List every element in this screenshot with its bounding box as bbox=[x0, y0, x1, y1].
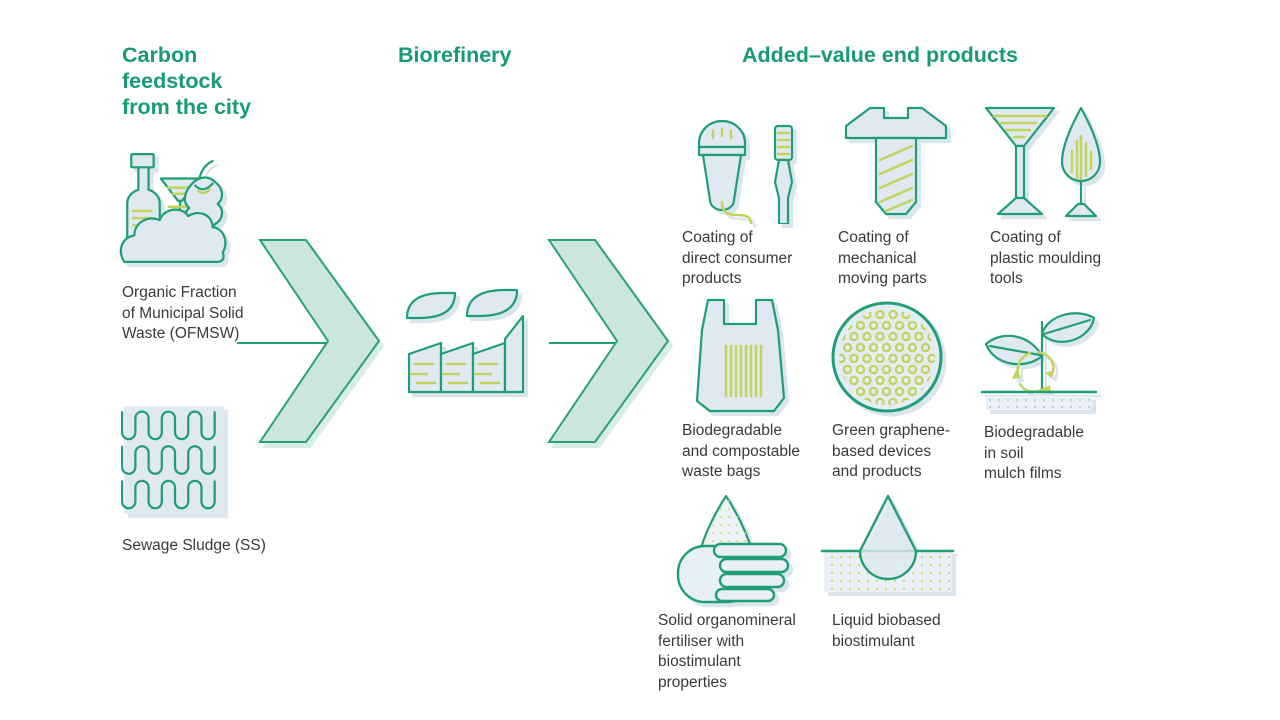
sewage-sludge-icon bbox=[114, 402, 234, 520]
feedstock-label-sewage-sludge: Sewage Sludge (SS) bbox=[122, 537, 266, 554]
product-label: Coating of plastic moulding tools bbox=[990, 229, 1102, 287]
header-biorefinery: Biorefinery bbox=[398, 43, 512, 67]
organic-waste-icon bbox=[114, 148, 238, 272]
product-label: Coating of direct consumer products bbox=[682, 229, 793, 287]
microphone-toothbrush-icon bbox=[675, 98, 810, 224]
product-label: Liquid biobased biostimulant bbox=[832, 612, 941, 650]
flow-line-2 bbox=[549, 342, 617, 344]
feedstock-label-ofmsw: Organic Fraction of Municipal Solid Wast… bbox=[122, 284, 244, 342]
chevron-arrow-icon bbox=[256, 238, 382, 444]
moulded-glasses-icon bbox=[978, 96, 1103, 221]
product-label: Biodegradable and compostable waste bags bbox=[682, 422, 801, 480]
product-label: Green graphene- based devices and produc… bbox=[832, 422, 951, 480]
product-label: Biodegradable in soil mulch films bbox=[984, 424, 1084, 482]
plant-soil-recycle-icon bbox=[978, 306, 1100, 416]
product-label: Solid organomineral fertiliser with bios… bbox=[658, 612, 796, 691]
biorefinery-factory-icon bbox=[398, 284, 528, 396]
graphene-disc-icon bbox=[828, 298, 946, 416]
waste-bag-icon bbox=[684, 294, 804, 416]
header-carbon-feedstock: Carbon feedstock from the city bbox=[122, 43, 252, 119]
screw-icon bbox=[840, 98, 952, 220]
hand-fertiliser-icon bbox=[662, 490, 792, 608]
chevron-arrow-icon bbox=[545, 238, 671, 444]
header-added-value-products: Added–value end products bbox=[742, 43, 1018, 67]
droplet-soil-icon bbox=[820, 490, 955, 605]
product-label: Coating of mechanical moving parts bbox=[838, 229, 927, 287]
flow-line-1 bbox=[237, 342, 330, 344]
